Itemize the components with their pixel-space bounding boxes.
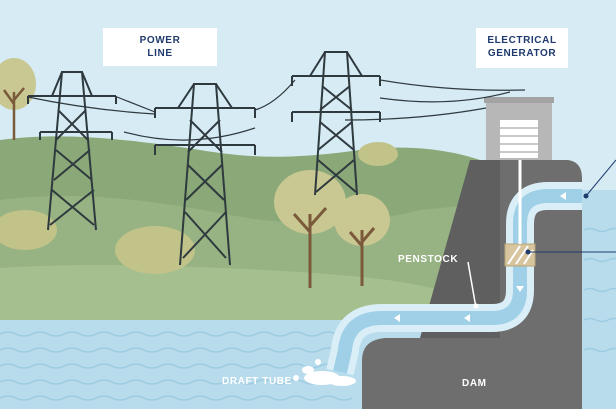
bushes [0, 142, 398, 274]
power-line-label: POWER LINE [103, 28, 217, 66]
reservoir-callout-dot [583, 193, 589, 199]
electrical-generator-label-line-1: ELECTRICAL [487, 35, 557, 46]
power-tower-2 [154, 83, 256, 266]
power-line-label-line-1: POWER [139, 35, 181, 46]
hill-front [0, 265, 440, 330]
generator-door-slats [500, 127, 538, 153]
electrical-generator-label: ELECTRICAL GENERATOR [476, 28, 568, 68]
water-waves [0, 331, 353, 401]
penstock-label: PENSTOCK [398, 254, 459, 265]
penstock-flow [333, 189, 582, 374]
flow-arrows [394, 192, 566, 322]
intake-callout-dot [525, 249, 531, 255]
reservoir-water [582, 190, 616, 409]
generator-house-roof [484, 97, 554, 103]
outlet-splash [293, 359, 356, 386]
reservoir-waves [583, 227, 616, 353]
dam-shade [420, 160, 500, 338]
tree-right [334, 194, 390, 286]
power-line-wires [27, 79, 526, 141]
tree-left [0, 58, 36, 140]
penstock-callout-dot [473, 303, 479, 309]
penstock-callout-line [467, 261, 477, 309]
power-tower-3 [291, 51, 381, 196]
power-line-label-line-2: LINE [147, 48, 173, 59]
draft-tube-label: DRAFT TUBE [222, 376, 292, 387]
tree-mid [274, 170, 346, 288]
power-tower-1 [27, 71, 117, 231]
dam-label: DAM [462, 378, 487, 389]
electrical-generator-label-line-2: GENERATOR [487, 48, 557, 59]
reservoir-callout-line [585, 159, 616, 197]
